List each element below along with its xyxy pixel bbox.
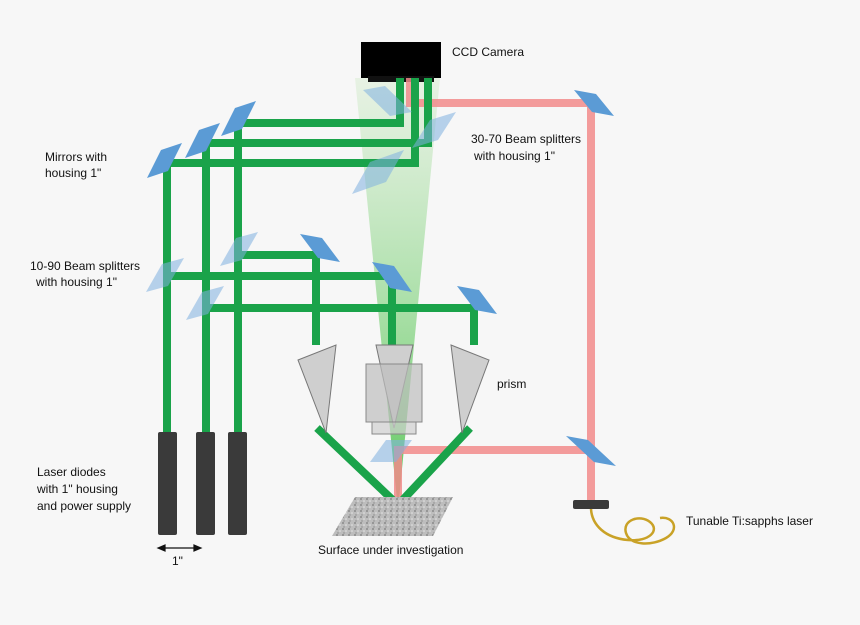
label-spacing: 1": [172, 554, 183, 568]
label-bs1090-line2: with housing 1": [35, 275, 117, 289]
prism-right: [450, 344, 490, 434]
prism-left: [297, 344, 337, 434]
mirror-5: [372, 262, 412, 292]
mirror-4: [300, 234, 340, 262]
mirror-6: [457, 286, 497, 314]
splitter-30-70-4: [370, 440, 412, 462]
splitter-30-70-3: [412, 112, 456, 148]
splitter-10-90-3: [220, 232, 258, 266]
label-diodes-line3: and power supply: [37, 499, 131, 513]
splitter-30-70-2: [352, 150, 404, 194]
splitter-10-90-2: [186, 286, 224, 320]
mirror-7: [574, 90, 614, 116]
label-bs3070-line2: with housing 1": [473, 149, 555, 163]
ti-sapphire-laser: [573, 500, 676, 545]
laser-diode-2: [196, 432, 215, 535]
spacing-arrow: [156, 544, 203, 552]
mirror-2: [185, 123, 220, 158]
splitter-10-90-1: [146, 258, 184, 292]
label-prism: prism: [497, 377, 526, 391]
label-ccd-camera: CCD Camera: [452, 45, 524, 59]
sample-surface: [332, 497, 453, 536]
laser-diode-3: [228, 432, 247, 535]
laser-diodes: [158, 432, 247, 535]
label-laser: Tunable Ti:sapphs laser: [686, 514, 813, 528]
label-mirrors-line1: Mirrors with: [45, 150, 107, 164]
laser-diode-1: [158, 432, 177, 535]
mirror-8: [566, 436, 616, 466]
splitter-30-70-1: [363, 86, 412, 116]
detection-cone: [355, 78, 440, 510]
beam-splitters-translucent: [146, 86, 456, 462]
objective-lens: [365, 363, 423, 435]
mirror-1: [147, 143, 182, 178]
label-diodes-line2: with 1" housing: [36, 482, 118, 496]
label-surface: Surface under investigation: [318, 543, 463, 557]
label-bs1090-line1: 10-90 Beam splitters: [30, 259, 140, 273]
label-diodes-line1: Laser diodes: [37, 465, 106, 479]
label-bs3070-line1: 30-70 Beam splitters: [471, 132, 581, 146]
fiber-coil: [589, 508, 676, 545]
mirrors-and-splitters: [147, 90, 616, 466]
mirror-3: [221, 101, 256, 136]
ccd-camera: [361, 42, 441, 82]
label-mirrors-line2: housing 1": [45, 166, 101, 180]
